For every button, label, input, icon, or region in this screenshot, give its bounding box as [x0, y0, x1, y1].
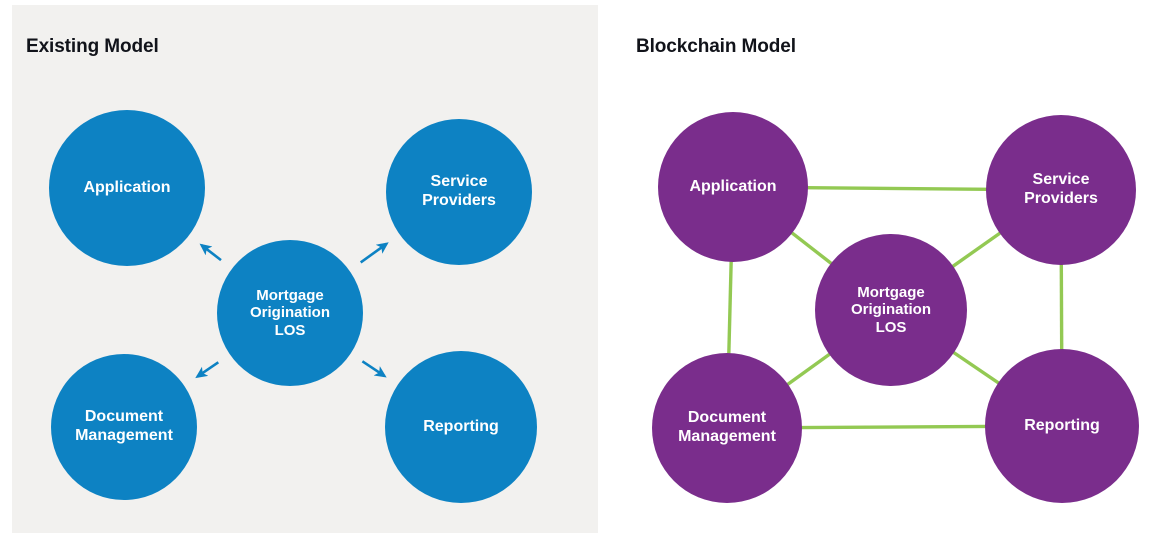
node-label: Application	[83, 178, 171, 196]
panel-title-blockchain-model: Blockchain Model	[636, 36, 796, 57]
node-existing-reporting[interactable]: Reporting	[385, 351, 537, 503]
node-label: Reporting	[423, 417, 499, 435]
node-label: Reporting	[1024, 416, 1100, 434]
node-blockchain-application[interactable]: Application	[658, 112, 808, 262]
node-label: Application	[689, 177, 777, 195]
node-blockchain-reporting[interactable]: Reporting	[985, 349, 1139, 503]
panel-title-existing-model: Existing Model	[26, 36, 159, 57]
node-existing-application[interactable]: Application	[49, 110, 205, 266]
